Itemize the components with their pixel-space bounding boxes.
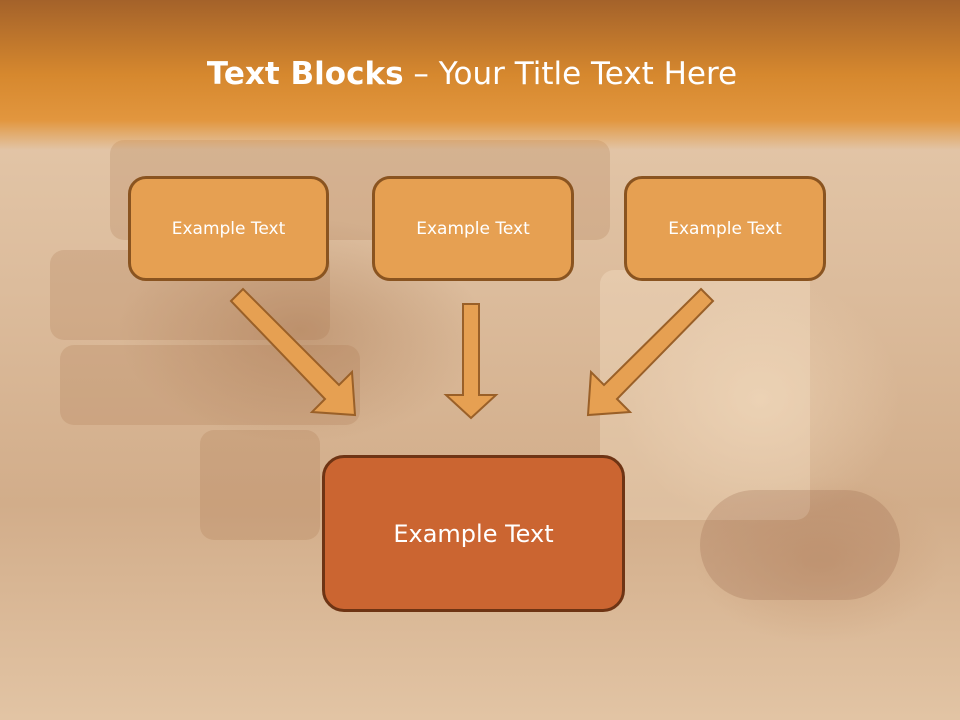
text-block-3-label: Example Text (668, 218, 782, 239)
main-text-block-label: Example Text (393, 519, 554, 548)
text-block-1-label: Example Text (171, 218, 286, 239)
text-block-2-label: Example Text (416, 218, 530, 239)
text-block-1[interactable]: Example Text (128, 176, 329, 281)
title-bar (0, 0, 960, 150)
text-block-2[interactable]: Example Text (372, 176, 574, 281)
main-text-block[interactable]: Example Text (322, 455, 625, 612)
slide-title: Text Blocks – Your Title Text Here (0, 56, 944, 92)
text-block-3[interactable]: Example Text (624, 176, 826, 281)
arrow-right (586, 287, 715, 417)
arrow-left (229, 287, 357, 417)
title-bold: Text Blocks (206, 56, 404, 92)
title-rest: – Your Title Text Here (403, 56, 738, 92)
arrow-center (443, 303, 499, 420)
